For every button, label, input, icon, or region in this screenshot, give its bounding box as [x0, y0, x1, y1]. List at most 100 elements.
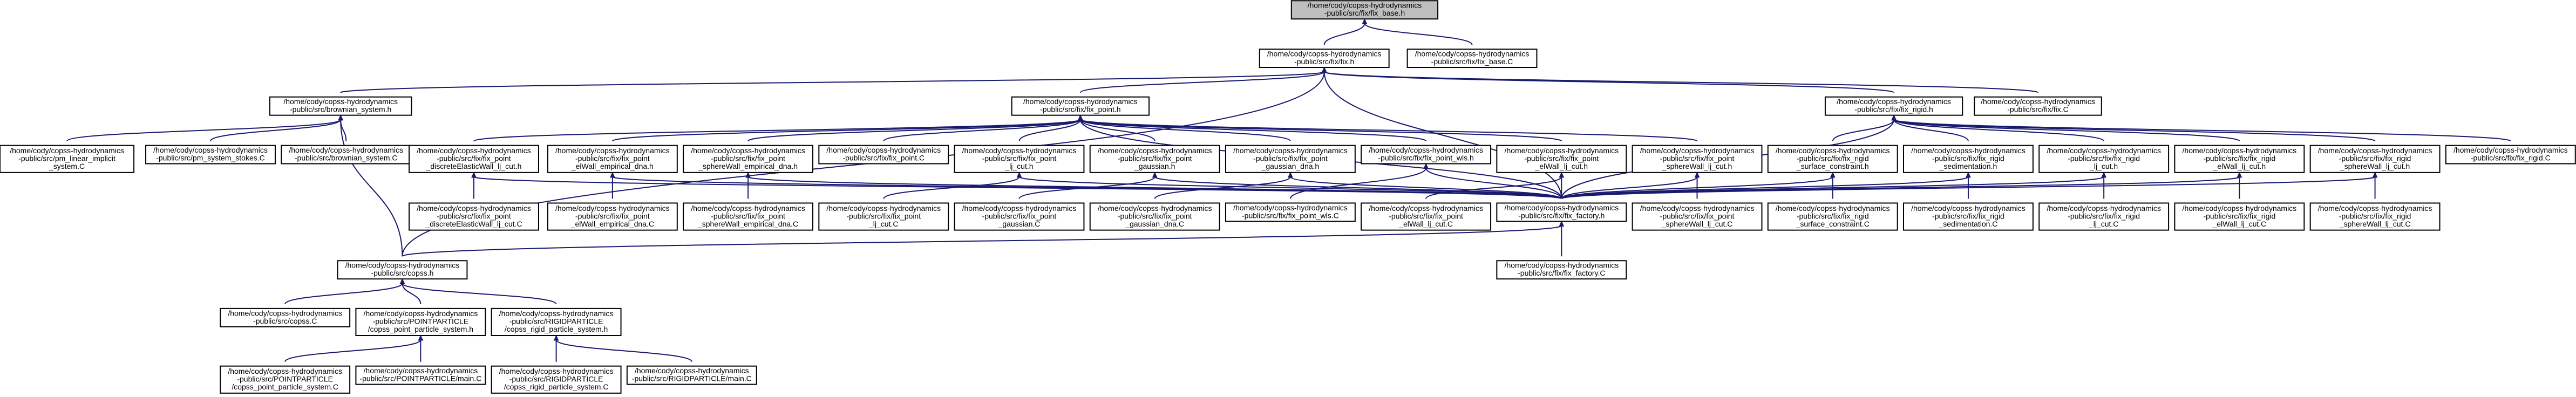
node-box — [1089, 202, 1220, 231]
graph-node[interactable]: /home/cody/copss-hydrodynamics-public/sr… — [547, 202, 678, 231]
edge-line — [883, 119, 1081, 142]
graph-node[interactable]: /home/cody/copss-hydrodynamics-public/sr… — [1406, 49, 1538, 69]
graph-node[interactable]: /home/cody/copss-hydrodynamics-public/sr… — [626, 365, 757, 385]
dependency-edge — [1561, 172, 1971, 200]
edge-line — [1079, 119, 1291, 142]
graph-node[interactable]: /home/cody/copss-hydrodynamics-public/sr… — [1089, 202, 1220, 231]
graph-node[interactable]: /home/cody/copss-hydrodynamics-public/sr… — [1902, 145, 2034, 173]
graph-node[interactable]: /home/cody/copss-hydrodynamics-public/sr… — [683, 202, 814, 231]
graph-node[interactable]: /home/cody/copss-hydrodynamics-public/sr… — [954, 145, 1085, 173]
node-label-line: /home/cody/copss-hydrodynamics — [499, 367, 614, 375]
edge-line — [1561, 176, 2376, 200]
graph-node[interactable]: /home/cody/copss-hydrodynamics-public/sr… — [220, 307, 351, 327]
node-label-line: -public/src/fix/fix.h — [1294, 57, 1354, 66]
node-label-line: /home/cody/copss-hydrodynamics — [2047, 204, 2161, 213]
dependency-edge — [1018, 172, 1158, 199]
node-label-line: /copss_rigid_particle_system.C — [504, 382, 609, 391]
graph-node[interactable]: /home/cody/copss-hydrodynamics-public/sr… — [2174, 202, 2305, 231]
graph-node[interactable]: /home/cody/copss-hydrodynamics-public/sr… — [1225, 145, 1356, 173]
graph-node[interactable]: /home/cody/copss-hydrodynamics-public/sr… — [2038, 145, 2170, 173]
graph-node[interactable]: /home/cody/copss-hydrodynamics-public/sr… — [491, 307, 622, 337]
graph-node[interactable]: /home/cody/copss-hydrodynamics-public/sr… — [1632, 145, 1763, 173]
node-label-line: _sphereWall_empirical_dna.C — [697, 220, 798, 228]
graph-node[interactable]: /home/cody/copss-hydrodynamics-public/sr… — [269, 96, 412, 116]
graph-node[interactable]: /home/cody/copss-hydrodynamics-public/sr… — [818, 202, 949, 231]
edge-line — [340, 71, 1325, 93]
graph-node[interactable]: /home/cody/copss-hydrodynamics-public/sr… — [1259, 49, 1390, 69]
node-label-line: -public/src/fix/fix_point — [1660, 154, 1735, 162]
graph-node[interactable]: /home/cody/copss-hydrodynamics-public/sr… — [220, 365, 351, 394]
graph-node[interactable]: /home/cody/copss-hydrodynamics-public/sr… — [1974, 96, 2102, 116]
graph-node[interactable]: /home/cody/copss-hydrodynamics-public/sr… — [0, 145, 135, 173]
graph-node[interactable]: /home/cody/copss-hydrodynamics-public/sr… — [2309, 202, 2441, 231]
graph-node[interactable]: /home/cody/copss-hydrodynamics-public/sr… — [547, 145, 678, 173]
node-label-line: /home/cody/copss-hydrodynamics — [283, 97, 398, 106]
node-box — [547, 202, 678, 231]
graph-node[interactable]: /home/cody/copss-hydrodynamics-public/sr… — [491, 365, 622, 394]
graph-node[interactable]: /home/cody/copss-hydrodynamics-public/sr… — [1089, 145, 1220, 173]
graph-node[interactable]: /home/cody/copss-hydrodynamics-public/sr… — [2038, 202, 2170, 231]
graph-node[interactable]: /home/cody/copss-hydrodynamics-public/sr… — [954, 202, 1085, 231]
graph-node[interactable]: /home/cody/copss-hydrodynamics-public/sr… — [409, 202, 539, 231]
edge-line — [611, 119, 1081, 142]
node-box — [1974, 96, 2102, 116]
edge-arrowhead — [418, 334, 424, 341]
node-label-line: /home/cody/copss-hydrodynamics — [555, 146, 670, 155]
graph-node[interactable]: /home/cody/copss-hydrodynamics-public/sr… — [1632, 202, 1763, 231]
graph-node[interactable]: /home/cody/copss-hydrodynamics-public/sr… — [145, 145, 276, 165]
graph-node[interactable]: /home/cody/copss-hydrodynamics-public/sr… — [409, 145, 539, 173]
graph-node[interactable]: /home/cody/copss-hydrodynamics-public/sr… — [1824, 96, 1963, 116]
graph-node[interactable]: /home/cody/copss-hydrodynamics-public/sr… — [1767, 145, 1898, 173]
node-label-line: _sphereWall_lj_cut.h — [2340, 162, 2410, 170]
edge-arrowhead — [1966, 172, 1971, 178]
node-label-line: /home/cody/copss-hydrodynamics — [2453, 146, 2568, 154]
graph-node[interactable]: /home/cody/copss-hydrodynamics-public/sr… — [1496, 202, 1627, 222]
node-label-line: -public/src/fix/fix_rigid — [2068, 154, 2140, 162]
dependency-edge — [1362, 18, 1473, 45]
node-box — [1089, 145, 1220, 173]
edge-line — [402, 283, 422, 305]
node-label-line: /home/cody/copss-hydrodynamics — [1981, 97, 2095, 106]
graph-node[interactable]: /home/cody/copss-hydrodynamics-public/sr… — [2445, 145, 2576, 165]
node-box — [2038, 202, 2170, 231]
node-box — [818, 202, 949, 231]
node-label-line: /home/cody/copss-hydrodynamics — [635, 366, 749, 375]
node-label-line: -public/src/fix/fix_point — [437, 154, 511, 162]
edge-line — [555, 339, 692, 362]
graph-node[interactable]: /home/cody/copss-hydrodynamics-public/sr… — [1361, 145, 1492, 165]
dependency-edge — [399, 278, 557, 305]
graph-node[interactable]: /home/cody/copss-hydrodynamics-public/sr… — [2309, 145, 2441, 173]
graph-root-node[interactable]: /home/cody/copss-hydrodynamics-public/sr… — [1290, 0, 1439, 20]
graph-node[interactable]: /home/cody/copss-hydrodynamics-public/sr… — [1496, 145, 1627, 173]
node-label-line: /home/cody/copss-hydrodynamics — [555, 204, 670, 213]
graph-node[interactable]: /home/cody/copss-hydrodynamics-public/sr… — [1496, 260, 1627, 280]
node-label-line: /home/cody/copss-hydrodynamics — [364, 309, 478, 318]
node-label-line: /home/cody/copss-hydrodynamics — [691, 146, 805, 155]
graph-node[interactable]: /home/cody/copss-hydrodynamics-public/sr… — [1225, 202, 1356, 222]
edge-arrowhead — [745, 172, 751, 178]
graph-node[interactable]: /home/cody/copss-hydrodynamics-public/sr… — [281, 145, 412, 165]
graph-node[interactable]: /home/cody/copss-hydrodynamics-public/sr… — [1011, 96, 1150, 116]
node-label-line: -public/src/copss.h — [371, 269, 433, 277]
node-label-line: -public/src/POINTPARTICLE — [373, 317, 469, 326]
graph-node[interactable]: /home/cody/copss-hydrodynamics-public/sr… — [355, 307, 486, 337]
edge-line — [1425, 176, 1562, 199]
graph-node[interactable]: /home/cody/copss-hydrodynamics-public/sr… — [683, 145, 814, 173]
edge-line — [473, 119, 1081, 142]
graph-node[interactable]: /home/cody/copss-hydrodynamics-public/sr… — [1767, 202, 1898, 231]
edge-line — [66, 119, 342, 142]
node-label-line: -public/src/RIGIDPARTICLE — [509, 317, 603, 326]
node-box — [1496, 260, 1627, 280]
graph-node[interactable]: /home/cody/copss-hydrodynamics-public/sr… — [818, 145, 949, 165]
node-label-line: -public/src/pm_linear_implicit — [18, 154, 115, 162]
graph-node[interactable]: /home/cody/copss-hydrodynamics-public/sr… — [337, 260, 468, 280]
graph-node[interactable]: /home/cody/copss-hydrodynamics-public/sr… — [1361, 202, 1492, 231]
node-label-line: _sedimentation.C — [1938, 220, 1997, 228]
edge-line — [1154, 176, 1562, 200]
graph-node[interactable]: /home/cody/copss-hydrodynamics-public/sr… — [1902, 202, 2034, 231]
edge-arrowhead — [610, 172, 615, 178]
graph-node[interactable]: /home/cody/copss-hydrodynamics-public/sr… — [355, 365, 486, 385]
graph-node[interactable]: /home/cody/copss-hydrodynamics-public/sr… — [2174, 145, 2305, 173]
node-label-line: _discreteElasticWall_lj_cut.C — [425, 220, 522, 228]
dependency-edge — [284, 278, 405, 305]
